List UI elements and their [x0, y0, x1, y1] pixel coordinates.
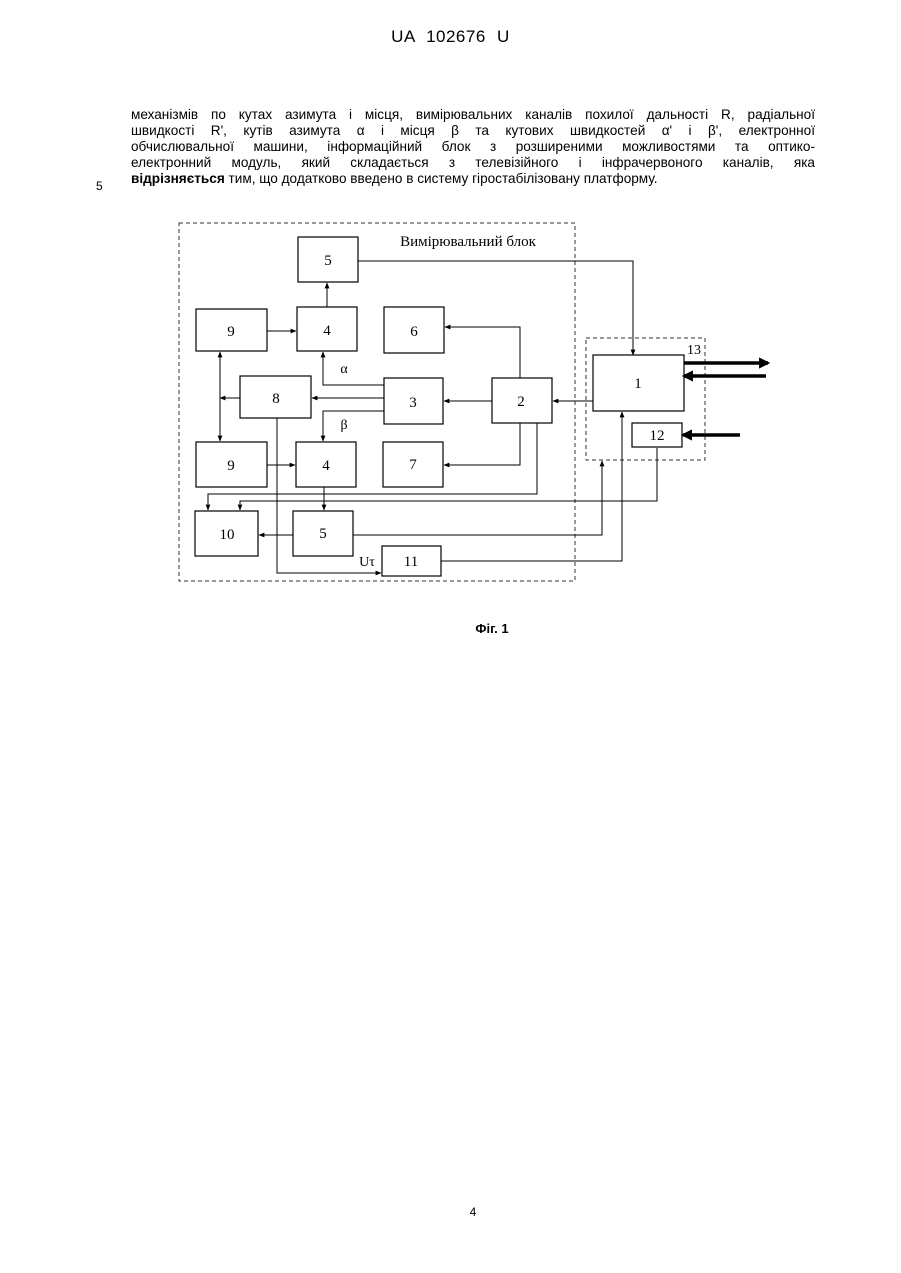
connector-11-to-1	[441, 412, 622, 561]
block-9-top-label: 9	[227, 324, 235, 340]
block-13-label: 13	[687, 343, 701, 358]
page-number: 4	[0, 1205, 901, 1219]
figure-caption: Фіг. 1	[0, 621, 901, 636]
block-5-top-label: 5	[324, 253, 332, 269]
block-11-label: 11	[404, 554, 418, 570]
block-7-label: 7	[409, 457, 417, 473]
block-10-label: 10	[220, 527, 235, 543]
block-2-label: 2	[517, 394, 525, 410]
connector-2-to-6	[445, 327, 520, 378]
block-4-top-label: 4	[323, 323, 331, 339]
block-diagram: 5 9 4 6 8 3 2 1 12 13 9 4 7 10 5 11 Вимі…	[0, 0, 901, 700]
block-9-bottom-label: 9	[227, 458, 235, 474]
ut-label: Uτ	[359, 555, 375, 570]
connector-3-to-4-alpha	[323, 352, 384, 385]
block-12-label: 12	[650, 428, 665, 444]
beta-label: β	[340, 418, 347, 433]
measurement-block-title: Вимірювальний блок	[400, 234, 536, 250]
block-8-label: 8	[272, 391, 280, 407]
block-5-bottom-label: 5	[319, 526, 327, 542]
block-6-label: 6	[410, 324, 418, 340]
block-4-bottom-label: 4	[322, 458, 330, 474]
connector-3-to-4-beta	[323, 411, 384, 441]
block-3-label: 3	[409, 395, 417, 411]
connector-2-to-7	[444, 423, 520, 465]
alpha-label: α	[340, 362, 348, 377]
block-1-label: 1	[634, 376, 642, 392]
